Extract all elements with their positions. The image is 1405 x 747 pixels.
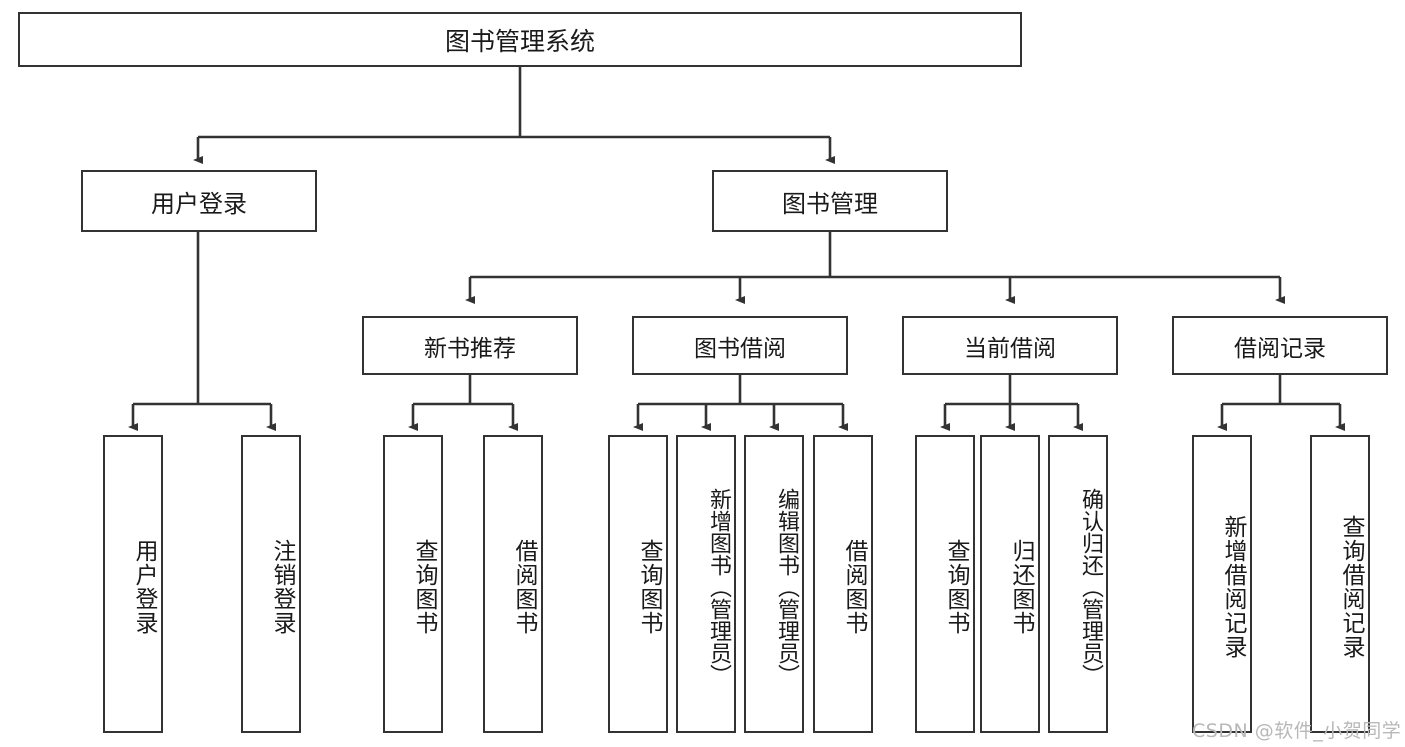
leaf-query-book-recommend[interactable]: 查询图书 — [383, 435, 443, 733]
leaf-return-book[interactable]: 归还图书 — [980, 435, 1040, 733]
node-label: 图书借阅 — [694, 335, 786, 362]
node-current-borrow[interactable]: 当前借阅 — [902, 316, 1118, 375]
node-book-borrow[interactable]: 图书借阅 — [632, 316, 848, 375]
node-label: 用户登录 — [131, 539, 157, 635]
node-label: 编辑图书（管理员） — [774, 488, 799, 686]
leaf-query-book-borrow[interactable]: 查询图书 — [608, 435, 668, 733]
csdn-watermark: CSDN @软件_小贺同学 — [1192, 720, 1402, 742]
leaf-logout-login[interactable]: 注销登录 — [241, 435, 301, 733]
leaf-edit-book-admin[interactable]: 编辑图书（管理员） — [744, 435, 804, 733]
node-new-book-recommend[interactable]: 新书推荐 — [362, 316, 578, 375]
node-label: 图书管理系统 — [444, 26, 595, 56]
node-label: 查询图书 — [411, 539, 437, 635]
node-label: 借阅图书 — [511, 539, 537, 635]
leaf-user-login[interactable]: 用户登录 — [103, 435, 163, 733]
node-label: 借阅图书 — [841, 539, 867, 635]
leaf-add-borrow-record[interactable]: 新增借阅记录 — [1192, 435, 1252, 733]
node-book-management[interactable]: 图书管理 — [712, 170, 948, 232]
leaf-add-book-admin[interactable]: 新增图书（管理员） — [676, 435, 736, 733]
leaf-query-book-current[interactable]: 查询图书 — [915, 435, 975, 733]
leaf-borrow-book-recommend[interactable]: 借阅图书 — [483, 435, 543, 733]
node-user-login[interactable]: 用户登录 — [81, 170, 317, 232]
leaf-query-borrow-record[interactable]: 查询借阅记录 — [1310, 435, 1370, 733]
node-label: 确认归还（管理员） — [1078, 488, 1103, 686]
node-borrow-record[interactable]: 借阅记录 — [1172, 316, 1388, 375]
node-label: 当前借阅 — [964, 335, 1056, 362]
node-label: 查询图书 — [943, 539, 969, 635]
node-label: 注销登录 — [269, 539, 295, 635]
node-label: 归还图书 — [1008, 539, 1034, 635]
leaf-borrow-book[interactable]: 借阅图书 — [813, 435, 873, 733]
node-label: 查询借阅记录 — [1338, 515, 1364, 659]
node-label: 新增借阅记录 — [1220, 515, 1246, 659]
leaf-confirm-return-admin[interactable]: 确认归还（管理员） — [1048, 435, 1108, 733]
node-label: 用户登录 — [151, 189, 247, 218]
node-label: 图书管理 — [782, 189, 878, 218]
node-label: 新书推荐 — [424, 335, 516, 362]
node-root-system[interactable]: 图书管理系统 — [18, 12, 1022, 67]
node-label: 新增图书（管理员） — [706, 488, 731, 686]
node-label: 借阅记录 — [1234, 335, 1326, 362]
node-label: 查询图书 — [636, 539, 662, 635]
